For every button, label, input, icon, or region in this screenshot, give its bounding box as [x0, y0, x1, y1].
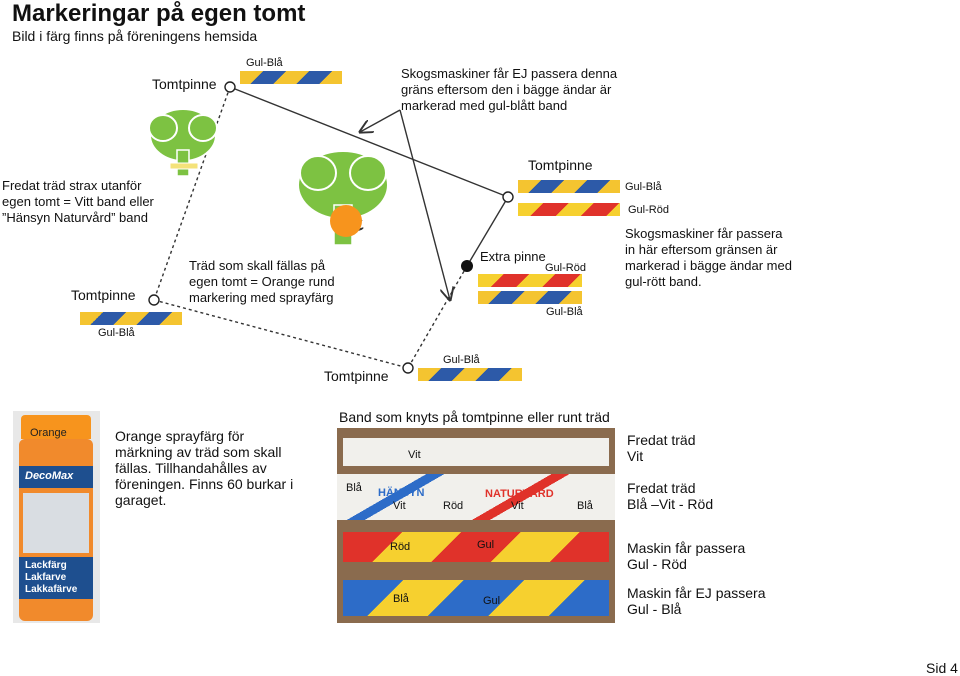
post-marker — [502, 191, 514, 203]
boundary-line — [153, 86, 231, 301]
page-number: Sid 4 — [926, 660, 958, 676]
post-marker — [148, 294, 160, 306]
bands-photo: Vit Blå HÄNSYN NATURVÅRD Vit Röd Vit Blå… — [337, 428, 615, 623]
label-gul-bla: Gul-Blå — [443, 354, 480, 366]
band-gul-bla — [518, 180, 620, 193]
label-gul-rod: Gul-Röd — [545, 262, 586, 274]
extra-post-marker — [461, 260, 473, 272]
band-gul-bla — [478, 291, 582, 304]
note-maskin-ej: Maskin får EJ passera Gul - Blå — [627, 585, 766, 617]
note-fredat-trad: Fredat träd strax utanför egen tomt = Vi… — [2, 178, 154, 225]
label-gul-bla: Gul-Blå — [246, 57, 283, 69]
note-far-passera: Skogsmaskiner får passera in här efterso… — [625, 226, 792, 289]
orange-label: Orange — [30, 427, 67, 439]
boundary-line — [407, 265, 468, 369]
note-trad-fallas: Träd som skall fällas på egen tomt = Ora… — [189, 258, 335, 305]
label-tomtpinne: Tomtpinne — [71, 287, 136, 303]
note-fredat-vit: Fredat träd Vit — [627, 432, 696, 464]
note-maskin-far: Maskin får passera Gul - Röd — [627, 540, 746, 572]
page-title: Markeringar på egen tomt — [12, 0, 306, 27]
boundary-line — [466, 196, 509, 267]
arrow — [360, 109, 401, 132]
label-gul-rod: Gul-Röd — [628, 204, 669, 216]
band-gul-bla — [418, 368, 522, 381]
label-gul-bla: Gul-Blå — [625, 181, 662, 193]
band-heading: Band som knyts på tomtpinne eller runt t… — [339, 409, 610, 425]
note-fredat-bvr: Fredat träd Blå –Vit - Röd — [627, 480, 714, 512]
page-subtitle: Bild i färg finns på föreningens hemsida — [12, 28, 258, 44]
band-gul-bla — [240, 71, 342, 84]
label-tomtpinne: Tomtpinne — [324, 368, 389, 384]
orange-mark-icon — [330, 205, 362, 237]
spray-can-image: Orange DecoMax Lackfärg Lakfarve Lakkafä… — [13, 411, 100, 623]
label-gul-bla: Gul-Blå — [546, 306, 583, 318]
note-ej-passera: Skogsmaskiner får EJ passera denna gräns… — [401, 66, 618, 113]
tree-icon — [148, 108, 218, 177]
post-marker — [224, 81, 236, 93]
label-extra-pinne: Extra pinne — [480, 249, 546, 264]
label-tomtpinne: Tomtpinne — [152, 76, 217, 92]
boundary-line — [229, 86, 509, 198]
label-tomtpinne: Tomtpinne — [528, 157, 593, 173]
band-gul-bla — [80, 312, 182, 325]
band-gul-rod — [518, 203, 620, 216]
label-gul-bla: Gul-Blå — [98, 327, 135, 339]
note-spray: Orange sprayfärg för märkning av träd so… — [115, 428, 294, 508]
tree-icon — [297, 150, 389, 246]
post-marker — [402, 362, 414, 374]
boundary-line — [153, 299, 409, 369]
band-gul-rod — [478, 274, 582, 287]
arrow — [399, 109, 450, 300]
can-brand: DecoMax — [25, 470, 74, 482]
